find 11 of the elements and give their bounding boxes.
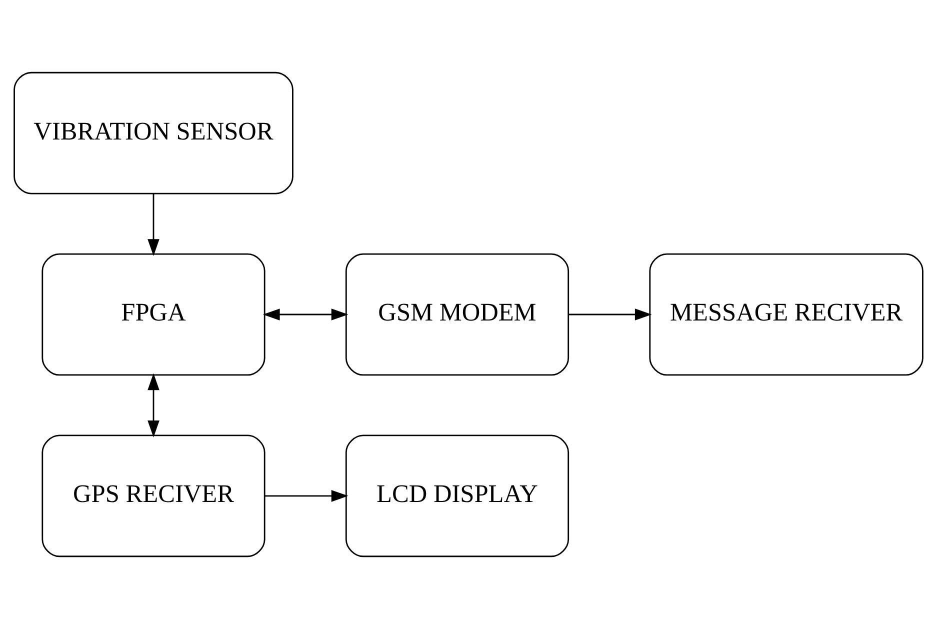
node-box: MESSAGE RECIVER bbox=[649, 252, 924, 376]
node-box: GSM MODEM bbox=[345, 252, 570, 376]
arrow bbox=[148, 193, 160, 256]
node-box: FPGA bbox=[42, 252, 266, 376]
node-box: LCD DISPLAY bbox=[345, 434, 570, 557]
node-box: GPS RECIVER bbox=[42, 434, 266, 557]
arrow bbox=[265, 490, 348, 502]
arrow bbox=[148, 372, 160, 437]
arrow bbox=[262, 308, 348, 320]
node-box: VIBRATION SENSOR bbox=[14, 71, 294, 194]
arrow bbox=[568, 308, 652, 320]
